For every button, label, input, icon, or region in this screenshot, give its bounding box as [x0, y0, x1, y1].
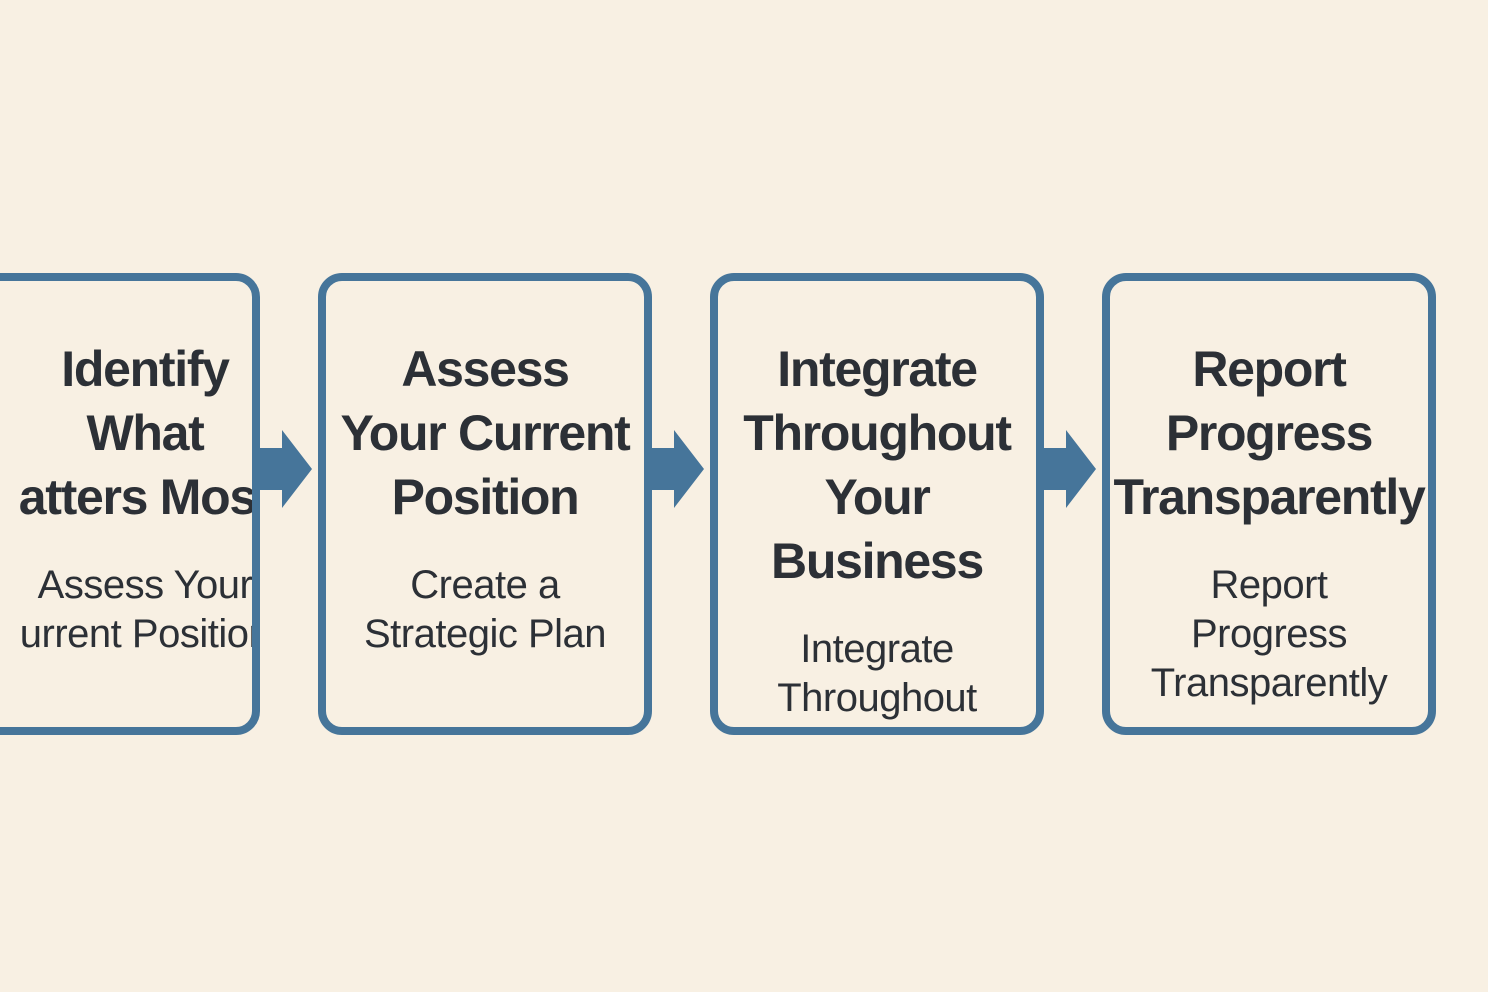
step-card-content: Assess Your Current Position Create a St… — [326, 337, 644, 659]
step-description: Integrate Throughout Your Business — [753, 627, 1001, 727]
step-title: Report Progress Transparently — [1113, 341, 1425, 525]
step-card-content: Report Progress Transparently Report Pro… — [1110, 337, 1428, 708]
arrow-right-icon — [254, 430, 312, 508]
step-card-content: Identify What atters Most Assess Your ur… — [8, 337, 260, 659]
step-title: Integrate Throughout Your Business — [743, 341, 1012, 589]
step-title: Identify What atters Most — [18, 341, 256, 525]
step-description: Report Progress Transparently — [1150, 563, 1388, 705]
step-card-integrate: Integrate Throughout Your Business Integ… — [710, 273, 1044, 735]
step-card-identify: Identify What atters Most Assess Your ur… — [0, 273, 260, 735]
arrow-right-icon — [646, 430, 704, 508]
step-description: Create a Strategic Plan — [363, 563, 607, 656]
arrow-right-icon — [1038, 430, 1096, 508]
step-title: Assess Your Current Position — [340, 341, 630, 525]
step-card-content: Integrate Throughout Your Business Integ… — [718, 337, 1036, 727]
step-description: Assess Your urrent Position — [19, 563, 260, 656]
step-card-report: Report Progress Transparently Report Pro… — [1102, 273, 1436, 735]
step-card-assess: Assess Your Current Position Create a St… — [318, 273, 652, 735]
